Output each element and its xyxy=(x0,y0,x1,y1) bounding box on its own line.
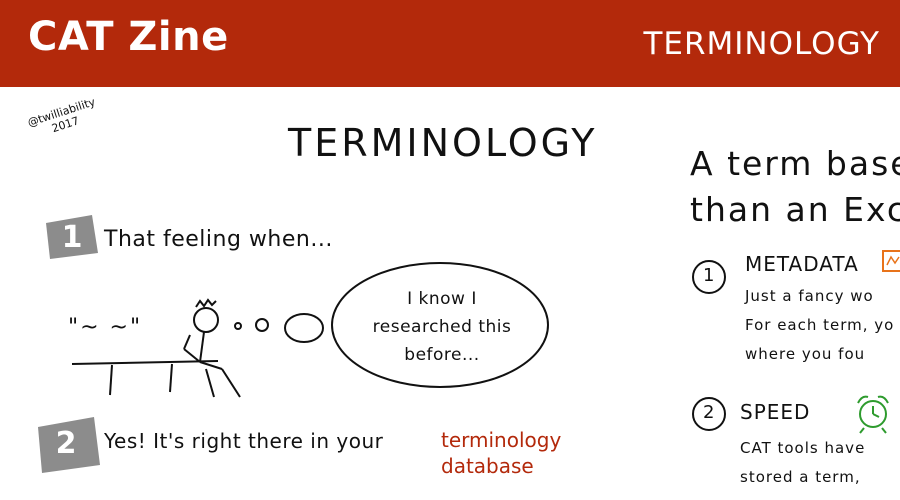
section-title: TERMINOLOGY xyxy=(643,26,880,62)
speech-quote: "~ ~" xyxy=(68,315,143,340)
alarm-clock-icon xyxy=(857,395,889,434)
item1-number: 1 xyxy=(703,265,715,286)
thought-bubble-text: I know I researched this before... xyxy=(372,289,512,365)
item2-body: CAT tools have stored a term, xyxy=(740,439,866,486)
table-drawing xyxy=(71,360,219,396)
step2-badge: 2 xyxy=(40,421,92,467)
tag-icon xyxy=(882,250,900,272)
item1-label: METADATA xyxy=(745,252,859,276)
step1-text: That feeling when... xyxy=(104,227,333,252)
item2-number: 2 xyxy=(703,402,715,423)
item1-body: Just a fancy wo For each term, yo where … xyxy=(745,287,895,363)
step2-highlight: terminology database xyxy=(441,428,562,478)
step1-badge-shape xyxy=(46,215,98,259)
right-title: A term base than an Excel xyxy=(690,144,900,229)
thought-dots xyxy=(234,313,324,343)
step1-number: 1 xyxy=(61,220,83,255)
sketch-title: TERMINOLOGY xyxy=(288,121,598,165)
sketchnote-image: @twilliability 2017 TERMINOLOGY 1 That f… xyxy=(0,87,900,500)
thought-bubble-outline xyxy=(331,262,549,388)
right-number-circles xyxy=(692,260,726,431)
brand-title[interactable]: CAT Zine xyxy=(28,14,229,60)
step2-badge-shape xyxy=(38,417,100,473)
sketch-drawing xyxy=(38,215,900,473)
item2-label: SPEED xyxy=(740,400,811,424)
person-figure xyxy=(183,298,241,398)
step2-text: Yes! It's right there in your xyxy=(104,429,384,453)
step2-number: 2 xyxy=(55,426,77,461)
step1-badge: 1 xyxy=(46,215,98,261)
page-header: CAT Zine TERMINOLOGY xyxy=(0,0,900,87)
